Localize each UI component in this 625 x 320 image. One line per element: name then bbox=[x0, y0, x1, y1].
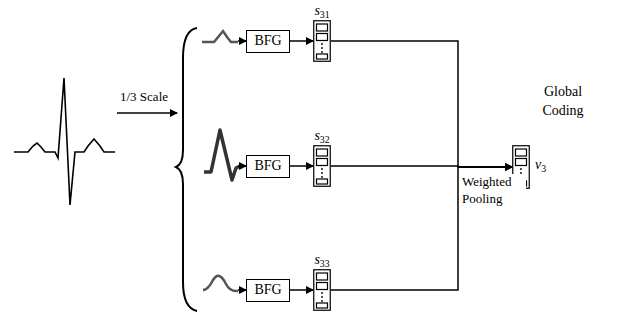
vector-frame bbox=[313, 145, 331, 187]
scale-label: 1/3 Scale bbox=[120, 89, 168, 106]
vector-label: v3 bbox=[535, 157, 546, 173]
feature-vector: s33 bbox=[313, 269, 331, 311]
vector-frame bbox=[313, 269, 331, 311]
process-box: BFG bbox=[246, 30, 290, 53]
segment-arrow bbox=[238, 289, 246, 291]
p-wave-segment bbox=[202, 31, 238, 42]
vector-label: s32 bbox=[303, 128, 341, 144]
bracket bbox=[176, 28, 197, 311]
process-box: BFG bbox=[246, 279, 290, 302]
segment-arrow bbox=[238, 40, 246, 42]
ecg-waveform bbox=[14, 78, 115, 205]
connector bbox=[290, 165, 313, 167]
connector bbox=[290, 289, 313, 291]
heading-label: Global Coding bbox=[532, 83, 594, 121]
feature-vector: s31 bbox=[313, 20, 331, 62]
pooling-label: Weighted Pooling bbox=[462, 174, 526, 208]
process-box: BFG bbox=[246, 155, 290, 178]
qrs-segment bbox=[204, 130, 240, 180]
vector-frame bbox=[313, 20, 331, 62]
connector bbox=[331, 41, 512, 167]
box-label: BFG bbox=[254, 33, 281, 49]
box-label: BFG bbox=[254, 158, 281, 174]
box-label: BFG bbox=[254, 282, 281, 298]
segment-arrow bbox=[238, 165, 246, 167]
feature-vector: s32 bbox=[313, 145, 331, 187]
connector bbox=[290, 40, 313, 42]
vector-label: s33 bbox=[303, 252, 341, 268]
vector-label: s31 bbox=[303, 3, 341, 19]
scale-arrow bbox=[117, 112, 177, 114]
t-wave-segment bbox=[203, 276, 238, 291]
